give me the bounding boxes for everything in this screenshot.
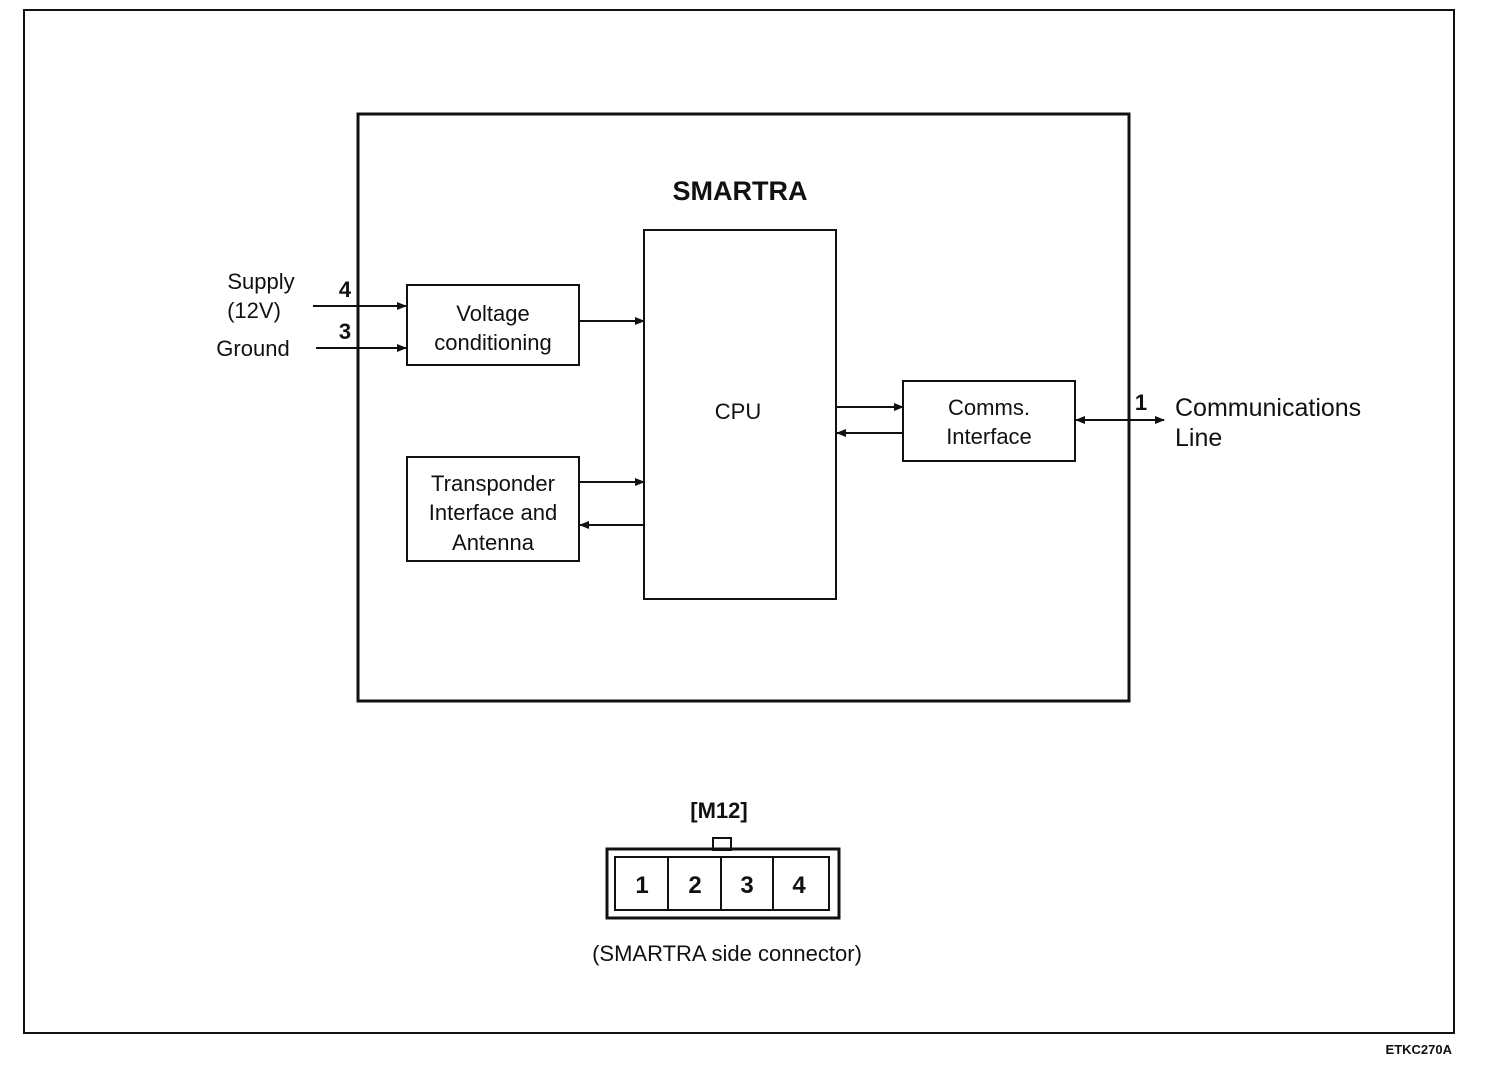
comms-interface-block [902,380,1076,462]
transponder-block [406,456,580,562]
connector-pin-3: 3 [740,872,753,899]
supply-label-line2: (12V) [227,298,281,323]
figure-code: ETKC270A [1386,1042,1453,1057]
connector-pin-1: 1 [635,872,648,899]
cpu-block [643,229,837,600]
connector-caption: (SMARTRA side connector) [592,941,862,966]
supply-pin-number: 4 [339,277,352,302]
page-frame [23,9,1455,1034]
voltage-label-line2: conditioning [434,330,551,355]
transponder-label-line3: Antenna [452,530,535,555]
connector-pin-4: 4 [792,872,806,899]
voltage-label-line1: Voltage [456,301,529,326]
transponder-label-line1: Transponder [431,471,555,496]
module-title: SMARTRA [673,176,808,206]
cpu-label: CPU [715,399,761,424]
communications-label-line2: Line [1175,424,1222,452]
connector-outer [605,847,841,920]
voltage-conditioning-block [406,284,580,366]
connector-pin-2: 2 [688,872,701,899]
comms-label-line1: Comms. [948,395,1030,420]
ground-pin-number: 3 [339,319,351,344]
ground-label: Ground [216,336,289,361]
comms-label-line2: Interface [946,424,1032,449]
communications-label-line1: Communications [1175,394,1361,422]
connector-name: [M12] [690,798,747,823]
smartra-module-box [356,112,1131,703]
supply-label-line1: Supply [227,269,294,294]
transponder-label-line2: Interface and [429,500,557,525]
comms-pin-number: 1 [1135,390,1147,415]
